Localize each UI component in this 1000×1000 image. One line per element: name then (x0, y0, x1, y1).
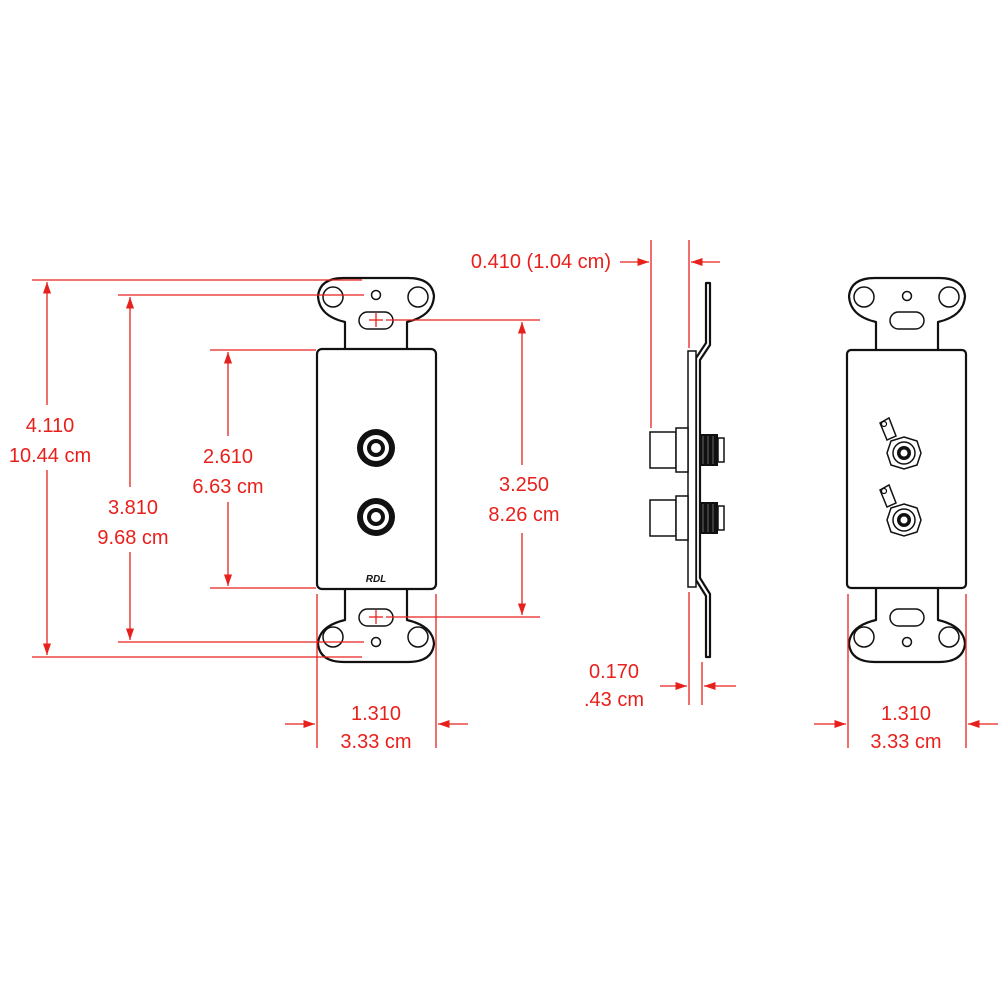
mount-hole-bottom (370, 636, 382, 648)
side-jack-top (649, 427, 725, 473)
screw-spacing-cm: 8.26 cm (488, 504, 559, 526)
front-width-cm: 3.33 cm (340, 731, 411, 753)
strap-ear-hole-right-bottom (407, 626, 429, 648)
front-dimensions: 4.110 10.44 cm 3.810 9.68 cm 2.610 6.63 … (9, 279, 560, 753)
side-thickness-inches: 0.170 (589, 661, 639, 683)
rear-width-inches: 1.310 (881, 703, 931, 725)
rear-mount-hole-bottom (901, 636, 913, 648)
side-strap-profile (694, 281, 712, 659)
overall-height-cm: 10.44 cm (9, 445, 91, 467)
hole-spacing-inches: 3.810 (108, 497, 158, 519)
hole-spacing-cm: 9.68 cm (97, 527, 168, 549)
rear-width-cm: 3.33 cm (870, 731, 941, 753)
rear-slot-bottom (889, 608, 925, 627)
rear-slot-top (889, 311, 925, 330)
side-plate-edge (687, 350, 697, 588)
mount-hole-top (370, 289, 382, 301)
rear-dimensions: 1.310 3.33 cm (814, 594, 998, 753)
rear-mount-hole-top (901, 290, 913, 302)
front-plate (315, 347, 438, 591)
strap-ear-hole-right (407, 286, 429, 308)
plate-height-inches: 2.610 (203, 446, 253, 468)
rear-jack-bottom (879, 483, 922, 537)
strap-ear-hole-left (322, 286, 344, 308)
front-width-inches: 1.310 (351, 703, 401, 725)
rear-view (845, 276, 968, 664)
side-view (649, 281, 725, 659)
screw-spacing-inches: 3.250 (499, 474, 549, 496)
rear-strap-hole-right (938, 286, 960, 308)
rca-jack-top (357, 429, 395, 467)
side-dimensions: 0.410 (1.04 cm) 0.170 .43 cm (471, 240, 736, 711)
rear-jack-top (879, 416, 922, 470)
side-jack-bottom (649, 495, 725, 541)
overall-height-inches: 4.110 (26, 415, 75, 437)
side-thickness-cm: .43 cm (584, 689, 644, 711)
strap-ear-hole-left-bottom (322, 626, 344, 648)
front-view: RDL (315, 276, 438, 664)
rear-strap-hole-left-bottom (853, 626, 875, 648)
side-depth-label: 0.410 (1.04 cm) (471, 251, 611, 273)
rca-jack-bottom (357, 498, 395, 536)
rdl-logo: RDL (366, 574, 387, 585)
rear-strap-hole-right-bottom (938, 626, 960, 648)
plate-height-cm: 6.63 cm (192, 476, 263, 498)
rear-strap-hole-left (853, 286, 875, 308)
